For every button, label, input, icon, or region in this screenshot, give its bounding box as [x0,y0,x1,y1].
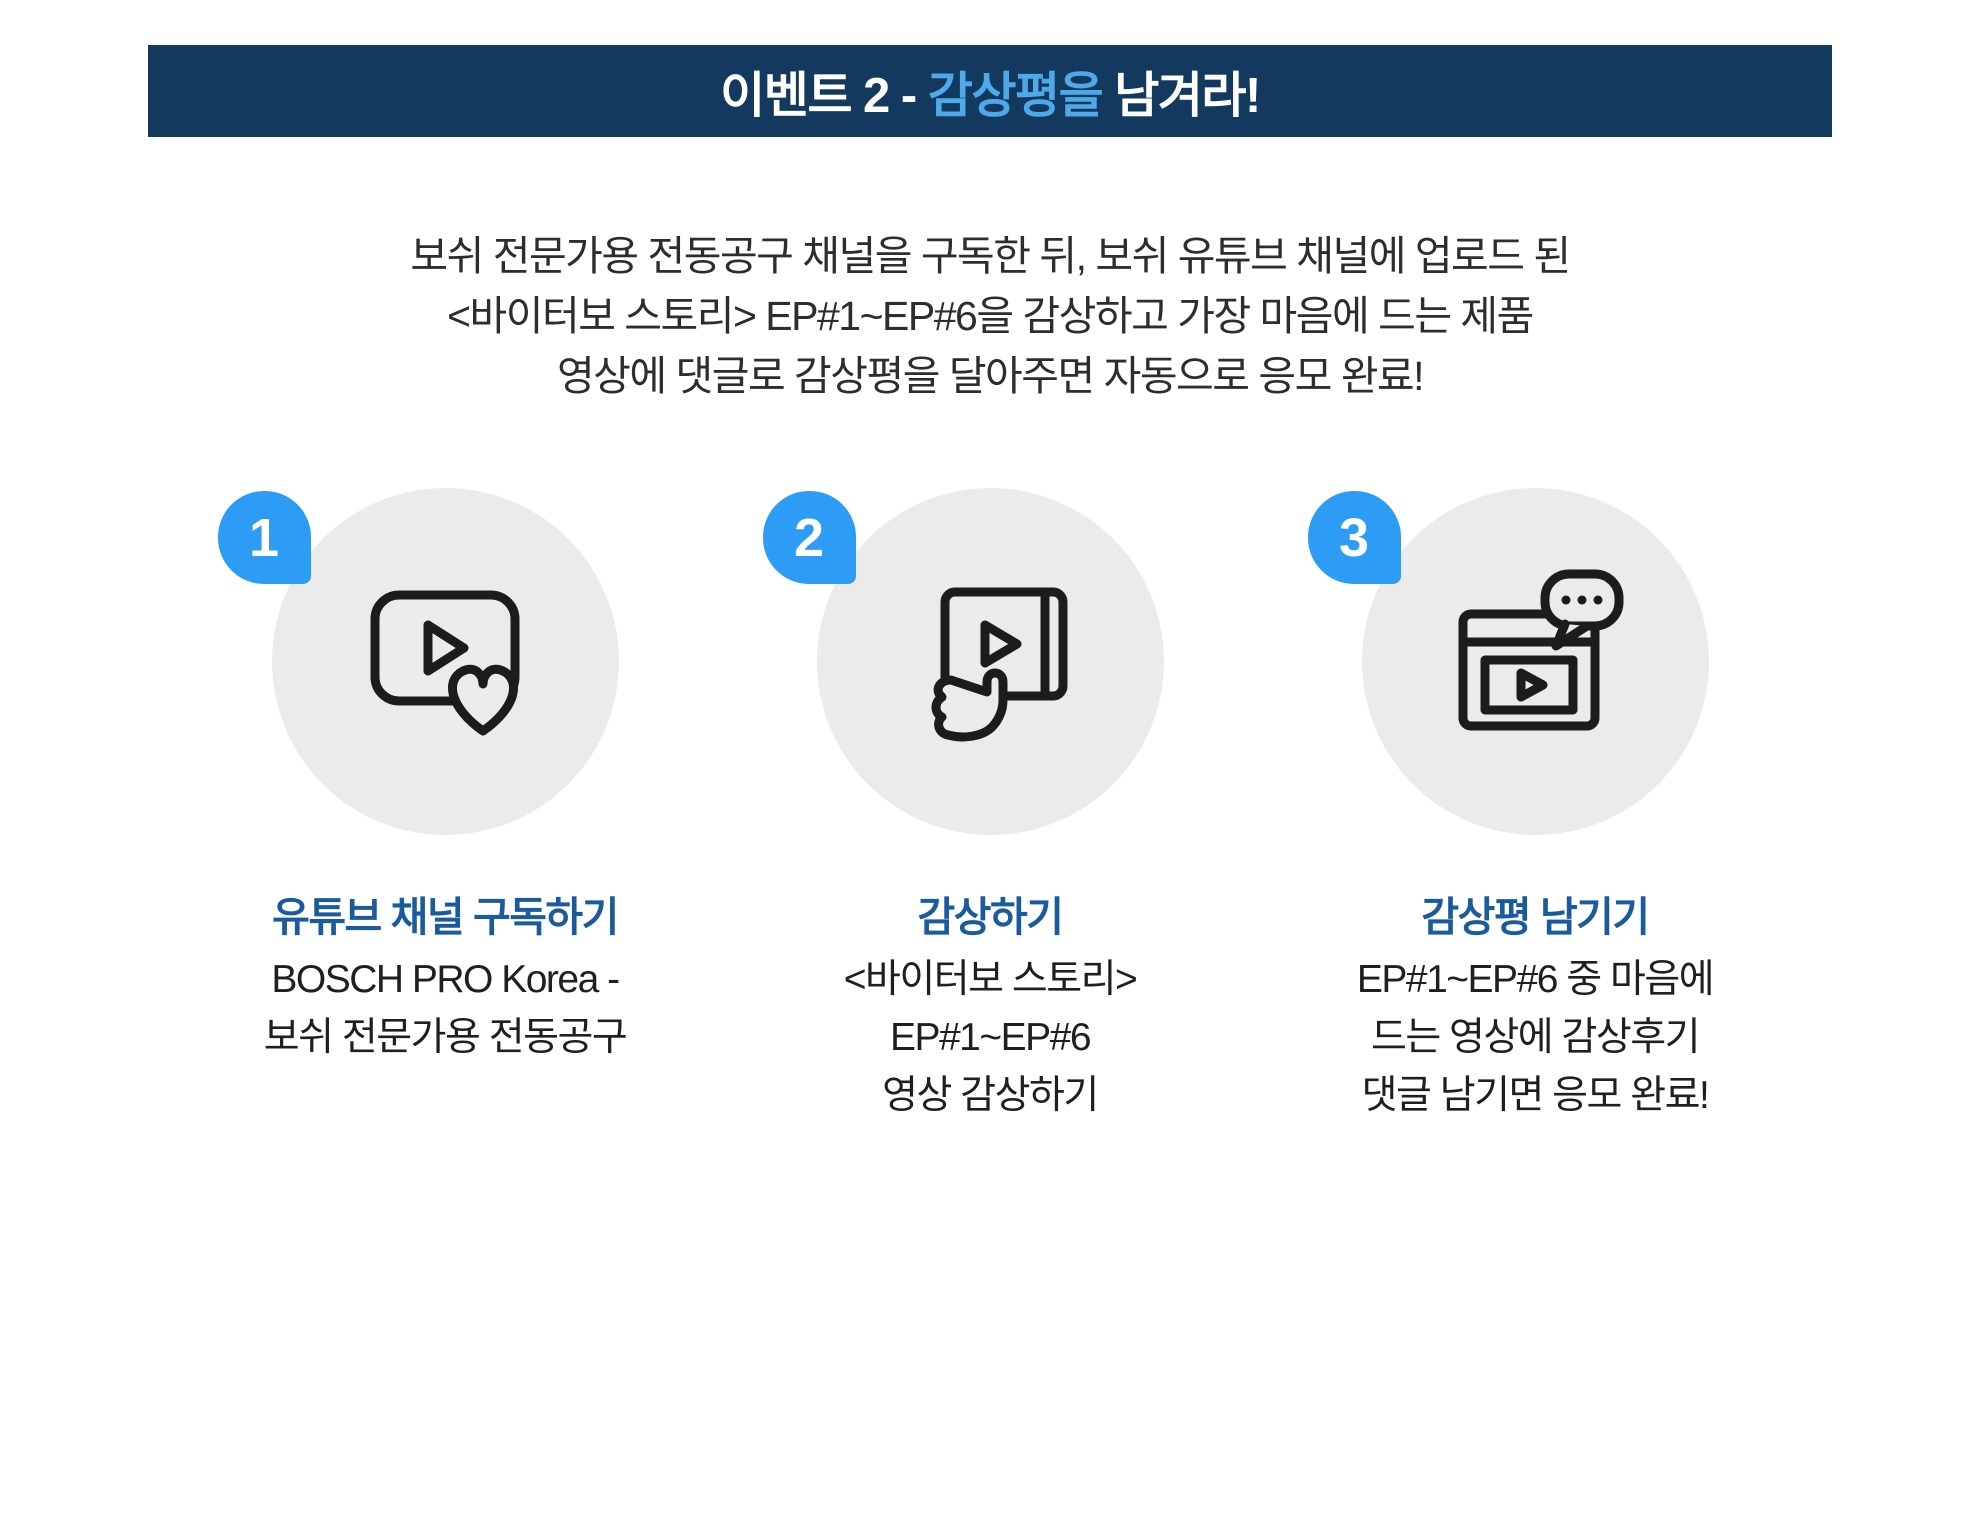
youtube-subscribe-heart-icon [370,590,520,735]
step-2-line-3: 영상 감상하기 [882,1074,1099,1117]
event-banner-title: 이벤트 2 - 감상평을 남겨라! [720,56,1261,127]
intro-line-3: 영상에 댓글로 감상평을 달아주면 자동으로 응모 완료! [556,353,1425,399]
step-2-circle-wrap: 2 [748,488,1233,835]
browser-video-comment-icon [1458,569,1624,730]
banner-title-highlight: 감상평을 [927,68,1104,123]
step-1-circle [271,488,619,835]
steps-row: 1 유튜브 채널 구독하기 BOSCH PRO Korea - 보쉬 전문가용 … [0,488,1980,1125]
event-banner: 이벤트 2 - 감상평을 남겨라! [148,45,1832,137]
step-3-title: 감상평 남기기 [1421,894,1650,940]
step-3-circle [1361,488,1709,835]
banner-title-suffix: 남겨라! [1102,68,1261,123]
step-2-number-badge: 2 [762,491,856,584]
step-2-line-1: <바이터보 스토리> [843,958,1138,1001]
step-1-title: 유튜브 채널 구독하기 [272,894,619,940]
step-3-circle-wrap: 3 [1293,488,1778,835]
step-1-circle-wrap: 1 [203,488,688,835]
step-3-line-1: EP#1~EP#6 중 마음에 [1356,958,1715,1001]
step-2-line-2: EP#1~EP#6 [889,1016,1092,1059]
intro-line-2: <바이터보 스토리> EP#1~EP#6을 감상하고 가장 마음에 드는 제품 [447,293,1534,339]
hand-tablet-play-icon [931,587,1067,741]
step-3: 3 감상평 남기기 [1293,488,1778,1125]
step-1-number-badge: 1 [217,491,311,584]
step-1-description: BOSCH PRO Korea - 보쉬 전문가용 전동공구 [263,951,628,1067]
step-1: 1 유튜브 채널 구독하기 BOSCH PRO Korea - 보쉬 전문가용 … [203,488,688,1125]
step-1-number: 1 [248,507,280,568]
step-3-number: 3 [1338,507,1370,568]
step-3-line-2: 드는 영상에 감상후기 [1370,1016,1701,1059]
step-2-description: <바이터보 스토리> EP#1~EP#6 영상 감상하기 [843,951,1138,1125]
step-3-description: EP#1~EP#6 중 마음에 드는 영상에 감상후기 댓글 남기면 응모 완료… [1356,951,1715,1125]
step-3-number-badge: 3 [1307,491,1401,584]
step-1-line-1: BOSCH PRO Korea - [271,958,620,1001]
step-2-title: 감상하기 [917,894,1064,940]
step-3-line-3: 댓글 남기면 응모 완료! [1361,1074,1710,1117]
step-1-line-2: 보쉬 전문가용 전동공구 [263,1016,628,1059]
step-2-number: 2 [793,507,825,568]
banner-title-prefix: 이벤트 2 - [720,68,928,123]
step-2: 2 감상하기 <바이터보 스토리> EP#1~EP#6 영상 감상하기 [748,488,1233,1125]
step-2-circle [816,488,1164,835]
intro-line-1: 보쉬 전문가용 전동공구 채널을 구독한 뒤, 보쉬 유튜브 채널에 업로드 된 [410,233,1571,279]
intro-paragraph: 보쉬 전문가용 전동공구 채널을 구독한 뒤, 보쉬 유튜브 채널에 업로드 된… [0,226,1980,406]
